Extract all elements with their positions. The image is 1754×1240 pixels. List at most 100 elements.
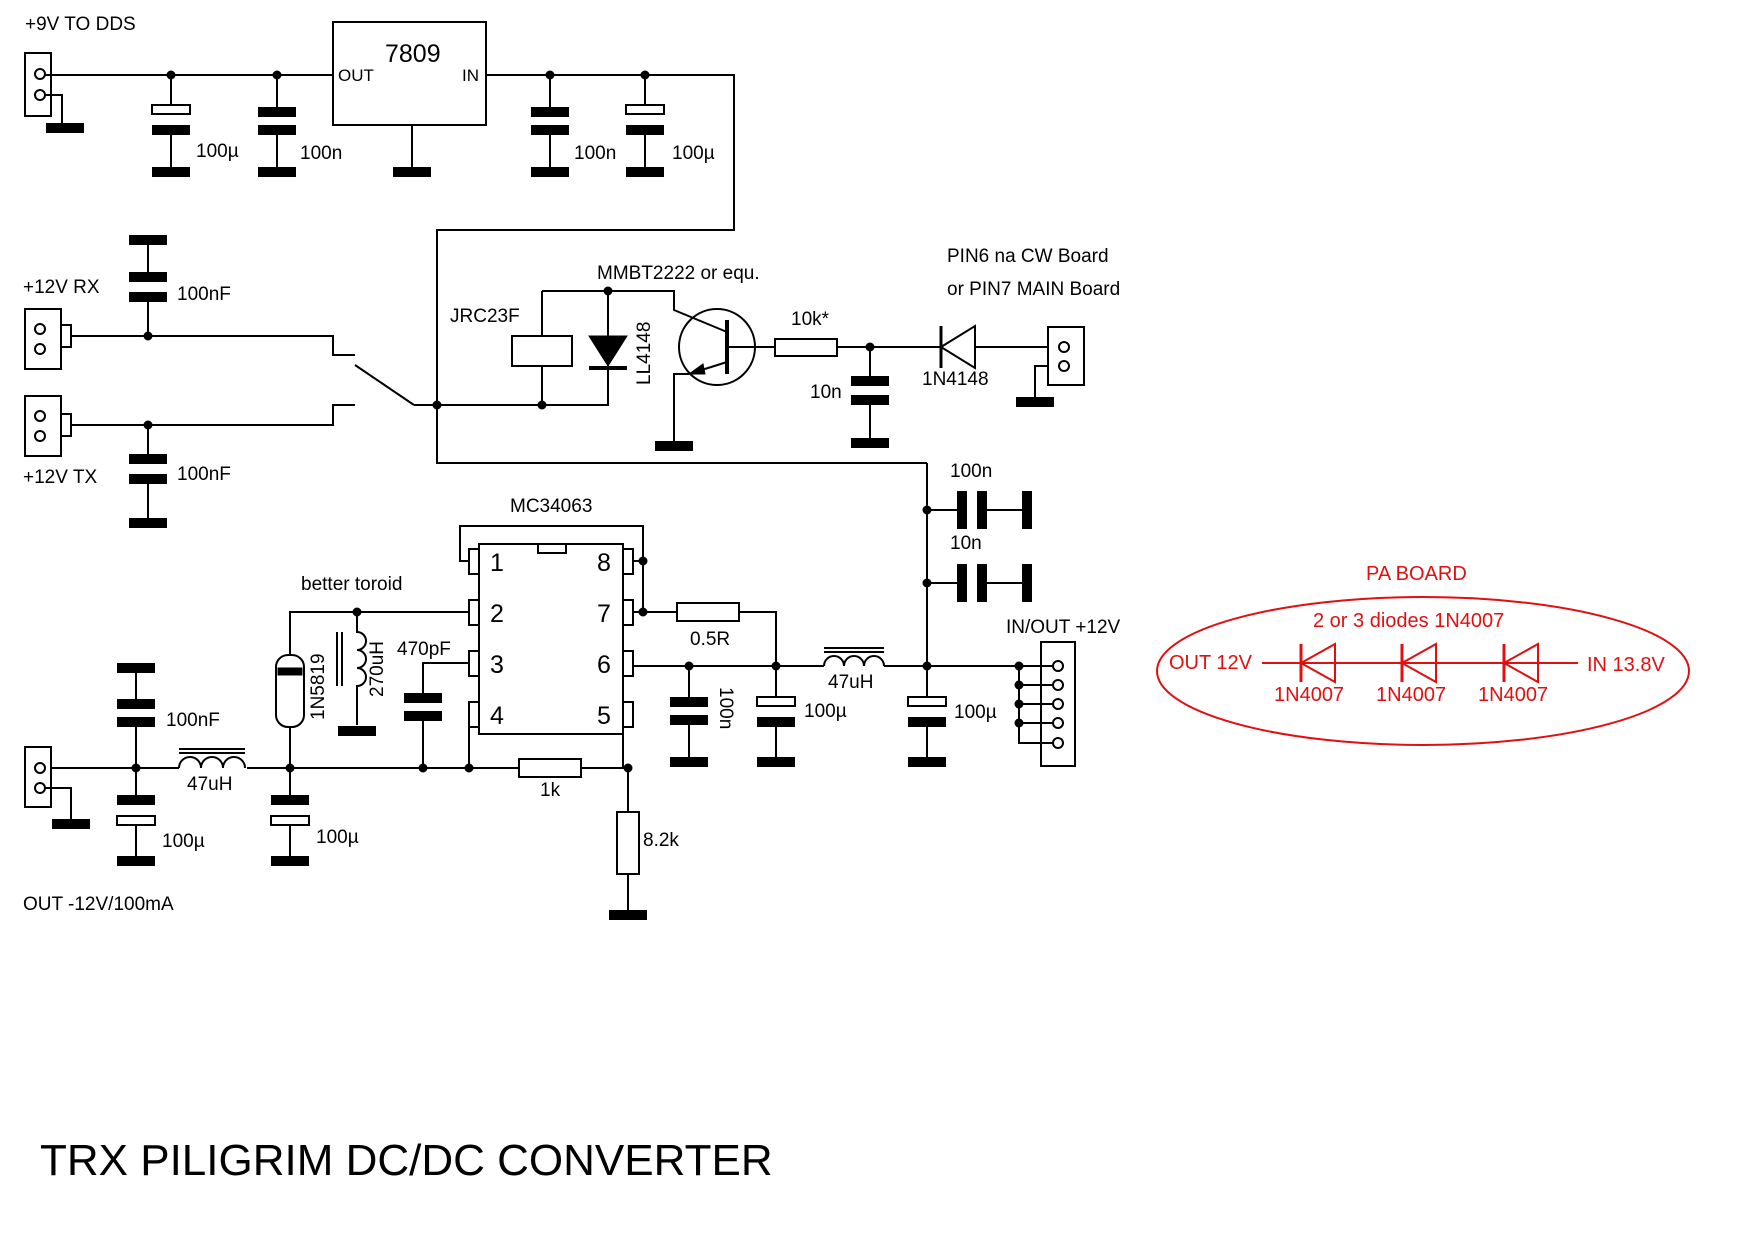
ic-pin-stub: [622, 650, 634, 677]
control-ground-lead: [1034, 365, 1048, 402]
sense-resistor-value: 0.5R: [690, 629, 730, 650]
regulator-out-pin: OUT: [338, 66, 374, 85]
junction-dot: [272, 70, 282, 80]
relay-coil: [511, 335, 573, 367]
toroid-inductor: [356, 612, 367, 725]
in-out-label: IN/OUT +12V: [1006, 617, 1121, 638]
timing-cap-value: 470pF: [397, 639, 451, 660]
output-connector: [24, 746, 52, 808]
in-cap-3-plate: [907, 696, 947, 707]
regulator-name: 7809: [385, 40, 441, 68]
ic-pin-2: 2: [490, 600, 504, 628]
converter-section: 100n 10n IN/OUT +12V 47uH: [23, 461, 1121, 920]
in-out-connector-pin: [1052, 679, 1064, 691]
page-title: TRX PILIGRIM DC/DC CONVERTER: [40, 1136, 773, 1185]
ic-body: [478, 543, 624, 735]
c-10n-value: 10n: [810, 382, 842, 403]
pa-diode-2: [1399, 642, 1437, 684]
pa-board-in-label: IN 13.8V: [1587, 654, 1665, 676]
ic-pin-5: 5: [597, 702, 611, 730]
ic-name: MC34063: [510, 496, 592, 517]
output-ground-lead: [45, 787, 72, 824]
control-connector-pin: [1058, 360, 1070, 372]
transistor-emitter-lead: [673, 373, 689, 446]
junction-dot: [1014, 680, 1024, 690]
switch-node-wire: [289, 611, 469, 655]
c2-value: 100n: [300, 143, 342, 164]
tx-connector-tab: [60, 413, 72, 437]
regulator-section: 100µ 100n 7809 OUT IN 100n 100µ +9V TO D…: [24, 14, 735, 405]
control-connector-pin: [1058, 341, 1070, 353]
ic-pin-1: 1: [490, 549, 504, 577]
bypass-2-value: 10n: [950, 533, 982, 554]
regulator-in-pin: IN: [462, 66, 479, 85]
ic-pin8-pin7-link: [633, 561, 644, 613]
input-choke-value: 47uH: [828, 672, 873, 693]
control-label-1: PIN6 na CW Board: [947, 246, 1109, 267]
out-cap-1-value: 100nF: [166, 710, 220, 731]
junction-dot: [640, 70, 650, 80]
toroid-note: better toroid: [301, 574, 402, 595]
dds-connector-pin: [34, 68, 46, 80]
c-tx-value: 100nF: [177, 464, 231, 485]
rx-connector: [24, 308, 62, 370]
ic-pin-stub: [622, 548, 634, 575]
rx-wire: [71, 335, 355, 356]
base-resistor-value: 10k*: [791, 309, 830, 330]
in-cap-1-value: 100n: [715, 687, 736, 729]
in-out-connector-pin: [1052, 660, 1064, 672]
in-out-connector-pin: [1052, 698, 1064, 710]
base-resistor: [774, 338, 838, 357]
ic-pin-stub: [468, 548, 480, 575]
tx-connector-pin: [34, 410, 46, 422]
output-label: OUT -12V/100mA: [23, 894, 174, 915]
dds-output-label: +9V TO DDS: [25, 14, 136, 35]
rx-connector-pin: [34, 323, 46, 335]
in-cap-3-value: 100µ: [954, 702, 997, 723]
control-label-2: or PIN7 MAIN Board: [947, 279, 1120, 300]
feedback-r2-value: 8.2k: [643, 830, 679, 851]
out-cap-3-value: 100µ: [316, 827, 359, 848]
ic-pin-8: 8: [597, 549, 611, 577]
sense-lead: [739, 611, 777, 666]
out-cap-2-value: 100µ: [162, 831, 205, 852]
feedback-r2: [616, 811, 640, 875]
transistor-arrow: [687, 363, 706, 375]
timing-cap-lead: [422, 662, 469, 698]
regulator-7809: [332, 21, 487, 126]
dds-connector-pin: [34, 89, 46, 101]
tx-connector: [24, 395, 62, 457]
output-choke-value: 47uH: [187, 774, 232, 795]
tx-label: +12V TX: [23, 467, 97, 488]
control-diode: [939, 324, 976, 370]
toroid-value: 270uH: [367, 641, 388, 697]
transistor-name: MMBT2222 or equ.: [597, 263, 760, 284]
junction-dot: [166, 70, 176, 80]
pa-board-note: 2 or 3 diodes 1N4007: [1313, 610, 1504, 632]
schottky-diode: [275, 654, 305, 728]
tx-wire: [71, 404, 355, 426]
pa-diode-1-name: 1N4007: [1274, 684, 1344, 706]
relay-diode-name: LL4148: [634, 322, 655, 385]
ic-pin-4: 4: [490, 702, 504, 730]
in-cap-2-value: 100µ: [804, 701, 847, 722]
pa-diode-1: [1298, 642, 1336, 684]
output-connector-pin: [34, 782, 46, 794]
sense-resistor: [676, 602, 740, 622]
output-connector-pin: [34, 762, 46, 774]
c1-value: 100µ: [196, 141, 239, 162]
relay-name: JRC23F: [450, 306, 520, 327]
feedback-r1: [518, 758, 582, 778]
junction-dot: [545, 70, 555, 80]
output-choke: [178, 756, 246, 769]
tx-connector-pin: [34, 430, 46, 442]
pa-diode-2-name: 1N4007: [1376, 684, 1446, 706]
junction-dot: [418, 763, 428, 773]
ic-pin-3: 3: [490, 651, 504, 679]
c3-value: 100n: [574, 143, 616, 164]
out-cap-2-plate: [116, 815, 156, 826]
schottky-diode-band: [277, 667, 303, 676]
pa-diode-3-name: 1N4007: [1478, 684, 1548, 706]
ic-pin-6: 6: [597, 651, 611, 679]
